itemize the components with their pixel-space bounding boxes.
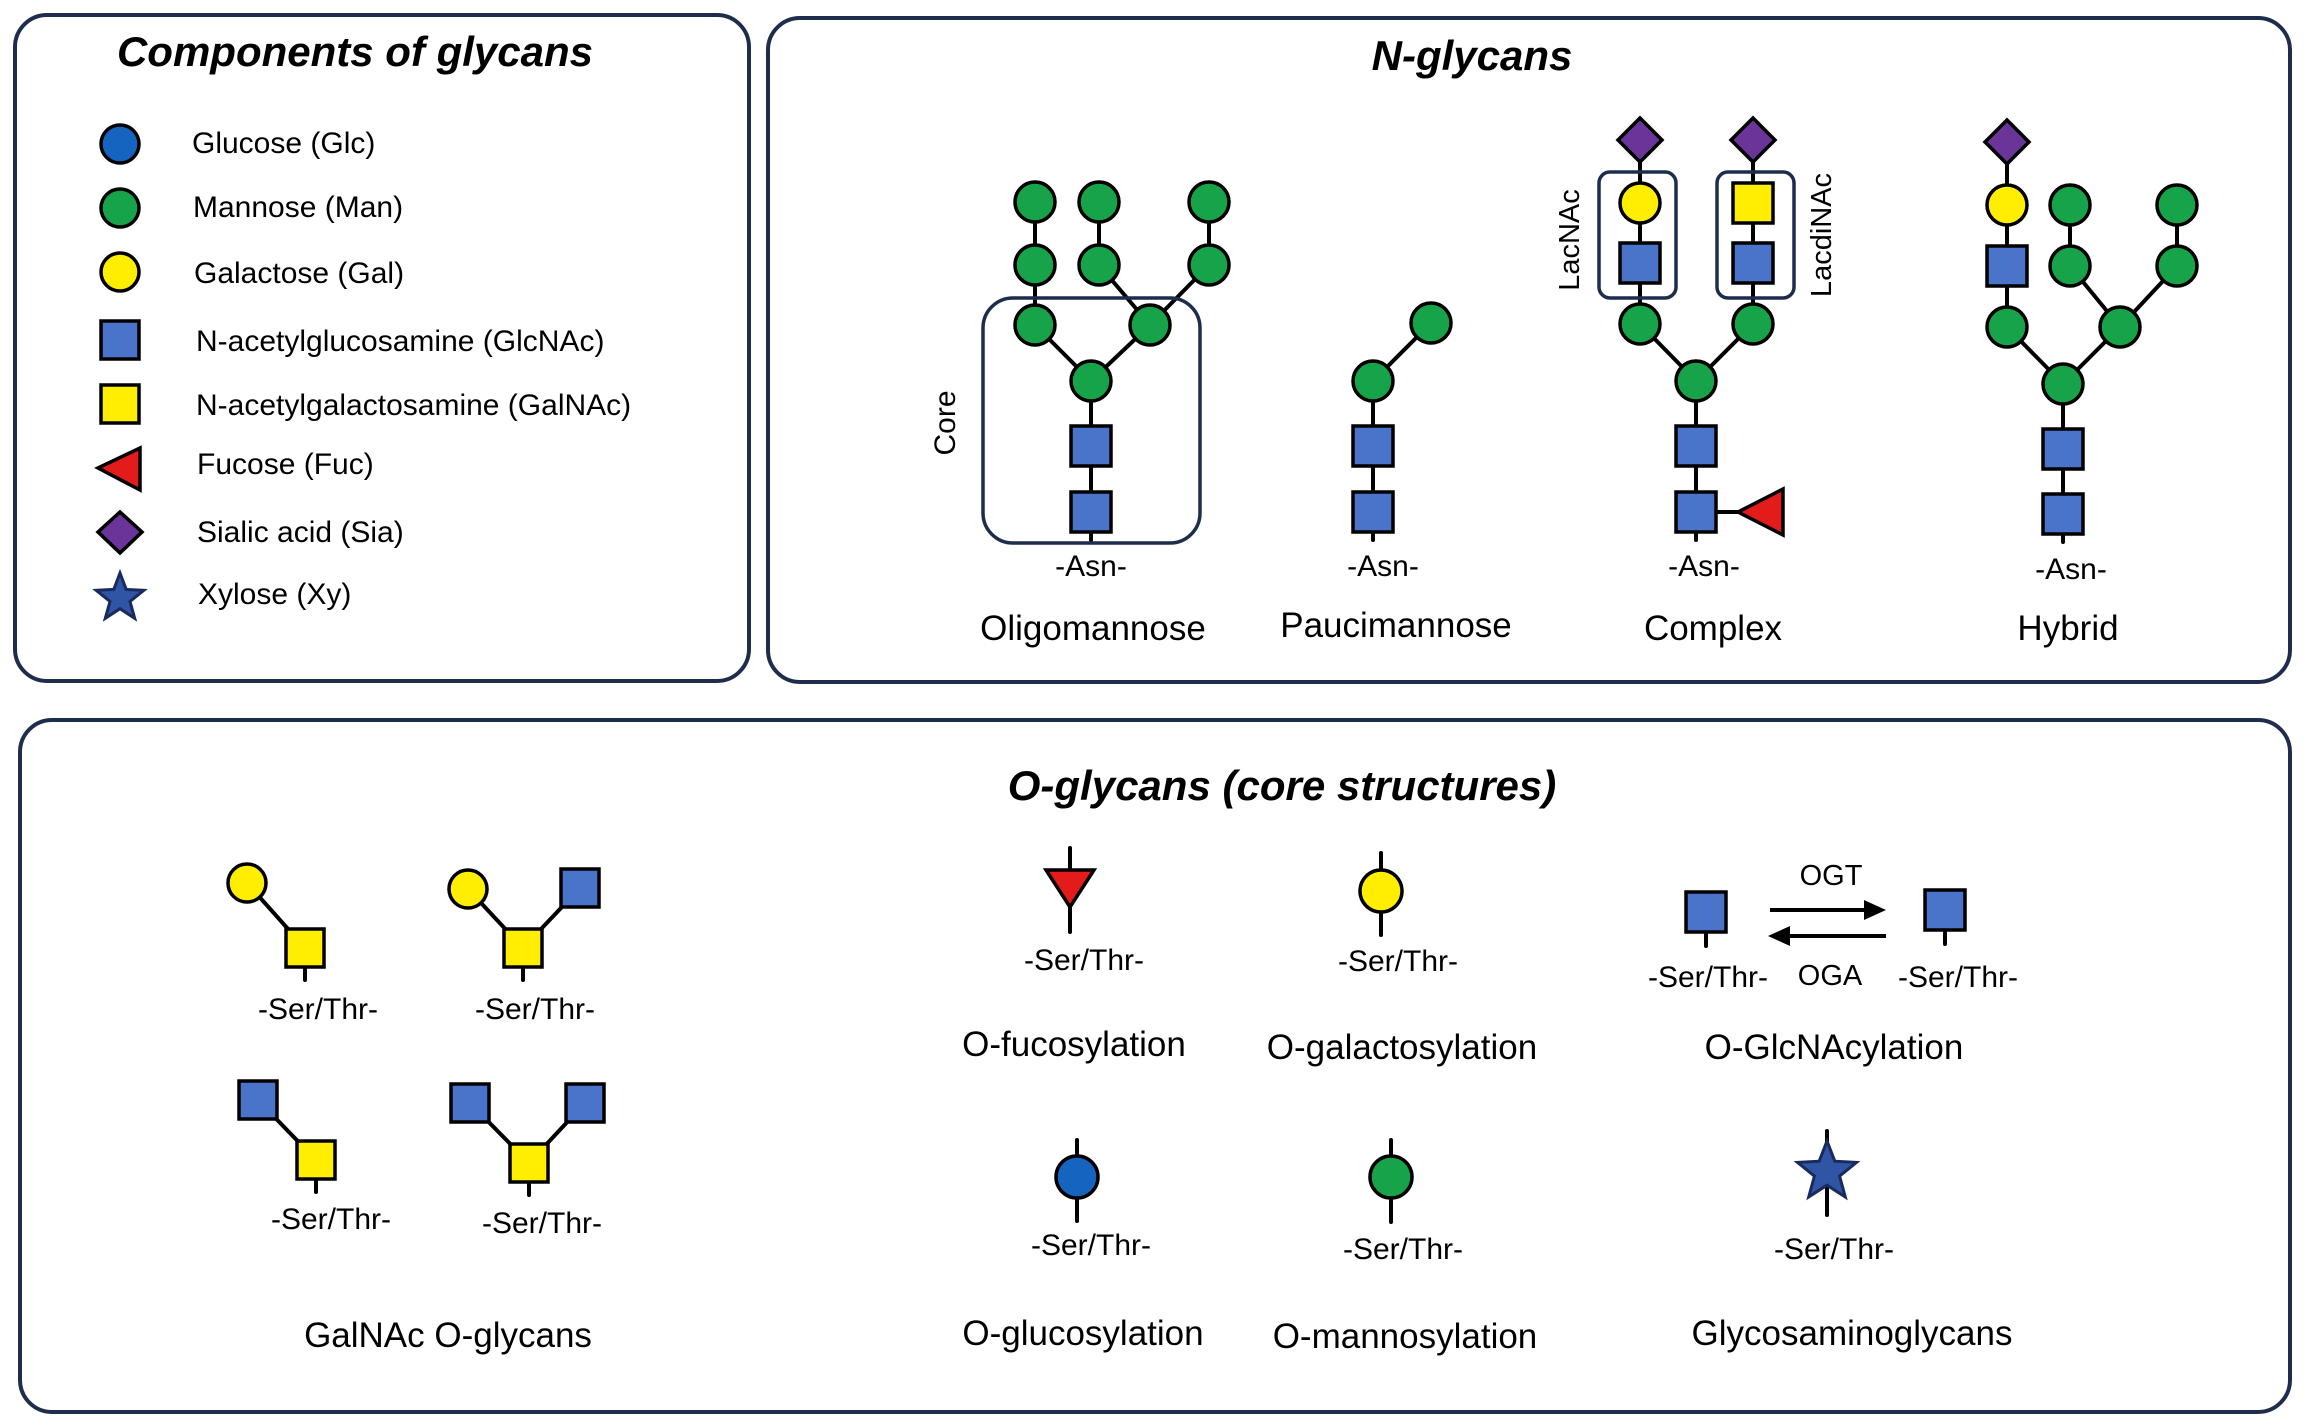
galnac-square-icon: [99, 383, 141, 425]
lacdinac-box: [1715, 170, 1796, 300]
glucose-circle-icon: [99, 123, 141, 165]
o-galactosylation: -Ser/Thr- O-galactosylation: [1267, 851, 1537, 1067]
core-label: Core: [929, 390, 962, 455]
o-glycans-panel: O-glycans (core structures) -Ser/Thr- -S…: [18, 718, 2292, 1414]
mannose-circle-icon: [99, 187, 141, 229]
legend-label-sialic-acid: Sialic acid (Sia): [197, 516, 404, 549]
ogt-label: OGT: [1800, 860, 1863, 892]
o-glycans-panel-border: [18, 718, 2292, 1414]
complex-structure: LacNAc LacdiNAc -Asn- Complex: [1554, 115, 1838, 648]
ser-thr-label-glcnac-right: -Ser/Thr-: [1898, 961, 2018, 994]
hybrid-asn-label: -Asn-: [2035, 553, 2107, 586]
galnac-core-1: -Ser/Thr-: [226, 862, 378, 1026]
complex-caption: Complex: [1644, 609, 1783, 648]
galnac-core-4: -Ser/Thr-: [449, 1082, 606, 1240]
fucose-triangle-icon: [94, 445, 142, 493]
o-glucosylation-caption: O-glucosylation: [962, 1314, 1203, 1353]
galnac-core-2: -Ser/Thr-: [447, 867, 601, 1026]
lacnac-box: [1597, 170, 1678, 300]
ser-thr-label-core3: -Ser/Thr-: [271, 1203, 391, 1236]
paucimannose-caption: Paucimannose: [1280, 606, 1512, 645]
xylose-star-icon: [92, 568, 148, 622]
n-glycans-title: N-glycans: [1372, 32, 1573, 79]
legend-label-mannose: Mannose (Man): [193, 191, 403, 224]
o-mannosylation: -Ser/Thr- O-mannosylation: [1273, 1138, 1538, 1356]
o-fucosylation-caption: O-fucosylation: [962, 1025, 1186, 1064]
o-fucosylation: -Ser/Thr- O-fucosylation: [962, 846, 1186, 1064]
ser-thr-label-man: -Ser/Thr-: [1343, 1233, 1463, 1266]
o-glucosylation: -Ser/Thr- O-glucosylation: [962, 1138, 1204, 1353]
sialic-acid-diamond-icon: [95, 509, 145, 556]
legend-label-glucose: Glucose (Glc): [192, 127, 375, 160]
oligomannose-asn-label: -Asn-: [1055, 550, 1127, 583]
ser-thr-label-core4: -Ser/Thr-: [482, 1207, 602, 1240]
ser-thr-label-core1: -Ser/Thr-: [258, 993, 378, 1026]
galactose-circle-icon: [99, 251, 141, 293]
ser-thr-label-glc: -Ser/Thr-: [1031, 1229, 1151, 1262]
ser-thr-label-glcnac-left: -Ser/Thr-: [1648, 961, 1768, 994]
lacdinac-label: LacdiNAc: [1806, 173, 1838, 297]
galnac-o-glycans-caption: GalNAc O-glycans: [304, 1316, 592, 1355]
oligomannose-structure: Core -Asn- Oligomannose: [929, 180, 1231, 648]
oligomannose-caption: Oligomannose: [980, 609, 1206, 648]
o-glcnacylation: OGT OGA -Ser/Thr- -Ser/Thr- O-GlcNAcylat…: [1648, 860, 2018, 1067]
o-mannosylation-caption: O-mannosylation: [1273, 1317, 1538, 1356]
ser-thr-label-gal: -Ser/Thr-: [1338, 945, 1458, 978]
legend-label-galactose: Galactose (Gal): [194, 257, 404, 290]
complex-asn-label: -Asn-: [1668, 550, 1740, 583]
ser-thr-label-xyl: -Ser/Thr-: [1774, 1233, 1894, 1266]
legend-label-galnac: N-acetylgalactosamine (GalNAc): [196, 389, 631, 422]
hybrid-structure: -Asn- Hybrid: [1982, 117, 2199, 648]
lacnac-label: LacNAc: [1554, 189, 1586, 291]
ser-thr-label-core2: -Ser/Thr-: [475, 993, 595, 1026]
legend-label-xylose: Xylose (Xy): [198, 578, 351, 611]
n-glycans-panel: N-glycans Core -: [766, 16, 2292, 684]
galnac-core-3: -Ser/Thr-: [237, 1079, 391, 1236]
glycosaminoglycans: -Ser/Thr- Glycosaminoglycans: [1692, 1129, 2013, 1353]
components-title: Components of glycans: [117, 28, 593, 75]
oga-label: OGA: [1798, 960, 1863, 992]
legend-label-glcnac: N-acetylglucosamine (GlcNAc): [196, 325, 604, 358]
legend-label-fucose: Fucose (Fuc): [197, 448, 374, 481]
o-galactosylation-caption: O-galactosylation: [1267, 1028, 1537, 1067]
o-glycans-title: O-glycans (core structures): [1008, 762, 1557, 809]
paucimannose-structure: -Asn- Paucimannose: [1280, 301, 1512, 645]
glycosaminoglycans-caption: Glycosaminoglycans: [1692, 1314, 2013, 1353]
components-panel: Components of glycans Glucose (Glc) Mann…: [13, 13, 751, 683]
core-box: [981, 296, 1202, 545]
components-panel-border: [13, 13, 751, 683]
ser-thr-label-fuc: -Ser/Thr-: [1024, 944, 1144, 977]
o-glcnacylation-caption: O-GlcNAcylation: [1705, 1028, 1964, 1067]
hybrid-caption: Hybrid: [2017, 609, 2118, 648]
glcnac-square-icon: [99, 319, 141, 361]
n-glycans-panel-border: [766, 16, 2292, 684]
paucimannose-asn-label: -Asn-: [1347, 550, 1419, 583]
